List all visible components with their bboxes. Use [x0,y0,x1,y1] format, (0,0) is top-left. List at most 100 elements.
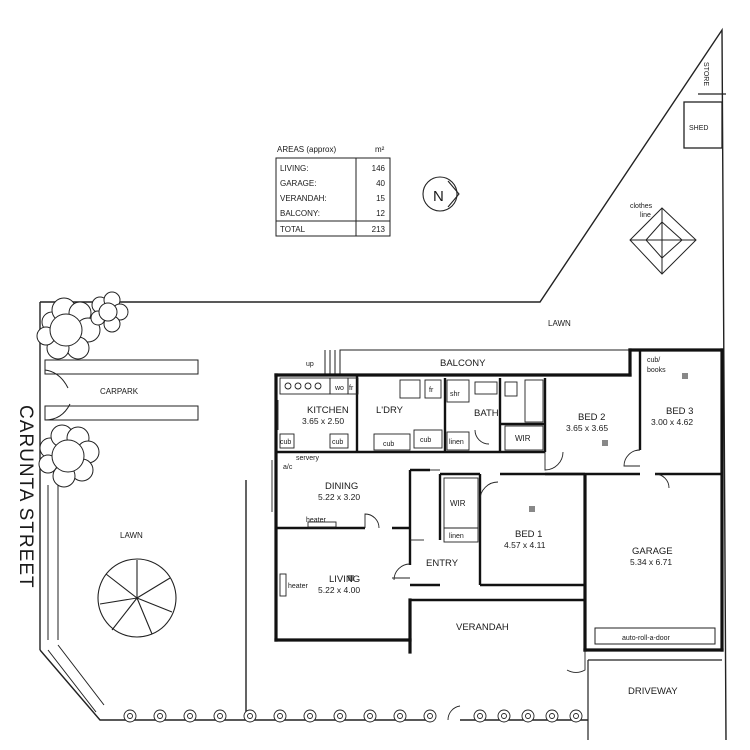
shrub-center [573,713,579,719]
door-swings [364,429,670,721]
light-fixture-living [348,575,354,581]
shrub-center [501,713,507,719]
verandah-name: VERANDAH [456,622,509,633]
tree-icon [36,297,101,360]
street-name: CARUNTA STREET [15,405,36,589]
fridge-label-laundry: fr [429,387,434,394]
bed1-dims: 4.57 x 4.11 [504,540,546,550]
living-dims: 5.22 x 4.00 [318,585,360,595]
wir-label-bath: WIR [515,434,531,443]
areas-row-value-living: 146 [372,164,386,173]
areas-row-label-garage: GARAGE: [280,179,316,188]
shrub-center [247,713,253,719]
driveway-label: DRIVEWAY [628,686,678,697]
lawn-label-left: LAWN [120,531,143,540]
areas-table [275,157,391,237]
bed2-dims: 3.65 x 3.65 [566,423,608,433]
bath-fixtures [446,379,544,451]
palm-tree-icon [97,558,177,638]
bed1-name: BED 1 [515,529,542,540]
light-fixture-bed2 [602,440,608,446]
clothes-line [629,207,697,275]
wir-label-bed1: WIR [450,499,466,508]
garage-door [594,627,716,645]
cub-label-kitchen-right: cub [332,439,343,446]
heater-label-dining: heater [306,517,327,524]
kitchen-name: KITCHEN [307,405,349,416]
bed1-wir [443,477,479,543]
carpark [44,359,199,421]
areas-total-value: 213 [372,225,386,234]
cub-label-laundry-2: cub [420,437,431,444]
kitchen-dims: 3.65 x 2.50 [302,416,344,426]
shrub-center [277,713,283,719]
tree-icon-small [90,291,129,333]
areas-row-label-living: LIVING: [280,164,308,173]
heater-label-living: heater [288,583,309,590]
carpark-label: CARPARK [100,387,139,396]
driveway [587,659,722,740]
wo-label: wo [334,385,344,392]
linen-label-bed1: linen [449,533,464,540]
lawn-label-top: LAWN [548,319,571,328]
cub-books-label-1: cub/ [647,357,660,364]
dining-name: DINING [325,481,358,492]
areas-total-label: TOTAL [280,225,306,234]
areas-row-value-garage: 40 [376,179,385,188]
heater-dining [307,521,337,528]
bed3-name: BED 3 [666,406,693,417]
shrub-center [217,713,223,719]
tree-icon-lower [38,424,100,488]
shrub-center [187,713,193,719]
interior-walls [276,350,722,602]
shrub-center [427,713,433,719]
laundry-name: L'DRY [376,405,404,416]
kitchen-fixtures [271,377,359,512]
north-compass-icon [422,176,460,212]
bath-name: BATH [474,408,499,419]
shrub-center [477,713,483,719]
hedge-shrubs [123,709,583,723]
hedge-left [47,485,105,713]
ac-label: a/c [283,464,293,471]
balcony-label: BALCONY [440,358,486,369]
shrub-center [367,713,373,719]
shed [683,101,723,149]
light-fixture-bed3 [682,373,688,379]
heater-living [279,573,287,597]
bed3-dims: 3.00 x 4.62 [651,417,693,427]
fridge-label-kitchen: fr [349,385,354,392]
shower-label: shr [450,391,460,398]
linen-label-bath: linen [449,439,464,446]
living-name: LIVING [329,574,360,585]
shrub-center [525,713,531,719]
shrub-center [307,713,313,719]
shed-label: SHED [689,125,708,132]
clothes-line-label-2: line [640,212,651,219]
garage-door-label: auto-roll-a-door [622,635,671,642]
entry-name: ENTRY [426,558,459,569]
site-boundary [39,27,727,741]
bed2-name: BED 2 [578,412,605,423]
cub-label-kitchen-left: cub [280,439,291,446]
store-label: STORE [702,62,709,86]
areas-table-unit: m² [375,145,385,154]
servery-label: servery [296,455,319,462]
garage-dims: 5.34 x 6.71 [630,557,672,567]
areas-row-label-verandah: VERANDAH: [280,194,327,203]
areas-row-value-balcony: 12 [376,209,385,218]
areas-row-label-balcony: BALCONY: [280,209,320,218]
compass-letter: N [433,188,444,205]
shrub-center [397,713,403,719]
shrub-center [337,713,343,719]
garage-name: GARAGE [632,546,673,557]
cub-label-laundry-1: cub [383,441,394,448]
laundry-fixtures [373,379,443,451]
areas-table-header: AREAS (approx) [277,145,336,154]
shrub-center [549,713,555,719]
up-label: up [306,361,314,368]
house-walls [274,348,724,654]
clothes-line-label-1: clothes [630,203,653,210]
areas-row-value-verandah: 15 [376,194,385,203]
